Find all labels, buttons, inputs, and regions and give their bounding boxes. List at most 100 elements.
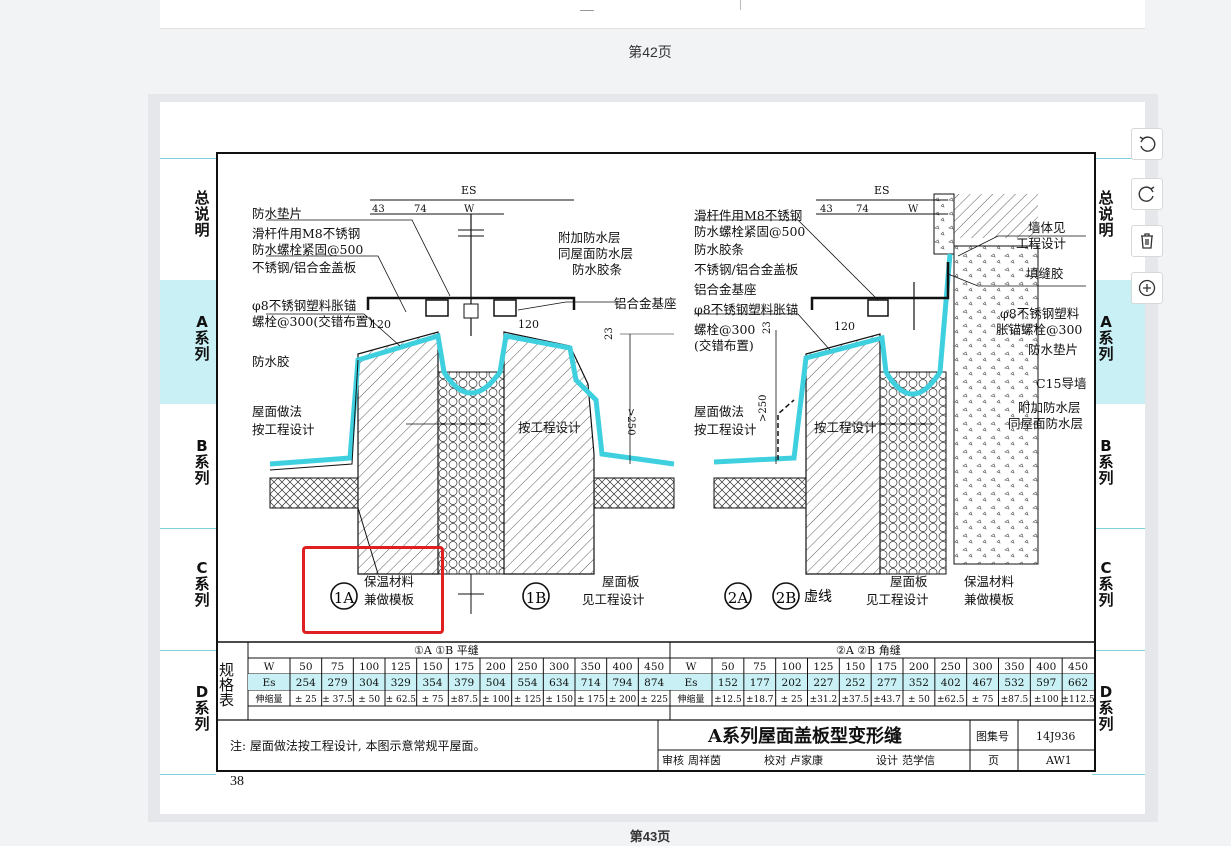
table-cell: 400 [612, 661, 632, 673]
table-cell: ± 50 [358, 695, 380, 705]
table-cell: 402 [941, 677, 961, 689]
guide-wall [953, 245, 1039, 565]
page-artifact [740, 0, 741, 10]
label-1-c: 防水螺栓紧固@500 [252, 242, 363, 257]
table-cell: Es [684, 677, 697, 689]
label-2-p: 胀锚螺栓@300 [996, 322, 1082, 337]
table-cell: ± 200 [609, 695, 637, 705]
table-cell: 100 [359, 661, 379, 673]
dim-w-1: W [464, 204, 475, 215]
table-cell: ±12.5 [714, 695, 742, 705]
label-1-k: 同屋面防水层 [558, 246, 633, 261]
table-cell: 597 [1036, 677, 1056, 689]
trash-icon [1141, 233, 1153, 249]
right-label-series-a: A系列 [1098, 313, 1114, 363]
red-highlight-box [302, 546, 444, 634]
label-2-c: 防水胶条 [694, 242, 745, 257]
table-cell: 100 [782, 661, 802, 673]
dim-250-2: >250 [758, 395, 769, 422]
zoom-in-button[interactable] [1131, 272, 1163, 304]
table-cell: 277 [877, 677, 897, 689]
label-2-g: 螺栓@300 [694, 322, 755, 337]
table-cell: ± 100 [482, 695, 510, 705]
table-cell: 伸缩量 [677, 693, 704, 705]
table-cell: ± 225 [640, 695, 668, 705]
left-label-series-d: D系列 [194, 683, 210, 733]
table-cell: 350 [1004, 661, 1024, 673]
label-1-n: 按工程设计 [518, 420, 581, 435]
insulation-core [437, 371, 505, 575]
table-cell: ±87.5 [450, 695, 478, 705]
divider [1092, 158, 1145, 159]
table-cell: ± 150 [545, 695, 573, 705]
table-cell: ±100 [1034, 695, 1059, 705]
right-label-series-b: B系列 [1098, 437, 1114, 487]
rotate-right-icon [1138, 186, 1155, 202]
dim-23-2: 23 [762, 321, 773, 334]
label-2-n: 填缝胶 [1026, 266, 1064, 281]
table-cell: 379 [454, 677, 474, 689]
delete-button[interactable] [1131, 225, 1163, 257]
divider [160, 528, 216, 529]
label-1-g: 防水胶 [252, 354, 290, 369]
label-2-m: 工程设计 [1016, 236, 1066, 251]
spec-side-label: 规格表 [218, 662, 235, 707]
label-2-w: 保温材料 [964, 574, 1015, 589]
label-1-r: 见工程设计 [582, 592, 645, 607]
table-cell: ±112.5 [1061, 695, 1094, 705]
dashed-line-note: 虚线 [804, 589, 832, 605]
table-cell: 200 [909, 661, 929, 673]
divider [1092, 528, 1145, 529]
marker-2b: 2B [776, 589, 797, 607]
right-slab [593, 477, 675, 509]
table-cell: 150 [845, 661, 865, 673]
table-cell: 175 [454, 661, 474, 673]
atlas-number: 14J936 [1036, 730, 1075, 743]
table-cell: 125 [391, 661, 411, 673]
table-cell: 304 [359, 677, 379, 689]
dim-250-1: >250 [625, 408, 636, 435]
detail-2-labels: ES 43 74 W 120 23 >250 滑杆件用M8不锈钢 防水螺栓紧固@… [694, 184, 1086, 607]
detail-1-labels: ES 43 74 W 120 120 23 >250 防水垫片 滑杆件用M8不锈… [252, 184, 677, 607]
table-cell: ±43.7 [873, 695, 901, 705]
page-number: 38 [230, 774, 244, 789]
dim-43-2: 43 [820, 204, 833, 215]
rotate-right-button[interactable] [1131, 178, 1163, 210]
table-cell: W [686, 661, 697, 673]
table-cell: 125 [813, 661, 833, 673]
label-2-a: 滑杆件用M8不锈钢 [694, 208, 802, 223]
table-cell: 300 [973, 661, 993, 673]
divider [1092, 774, 1145, 775]
table-1-title: ①A ①B 平缝 [414, 643, 479, 657]
rotate-left-button[interactable] [1131, 128, 1163, 160]
table-cell: W [264, 661, 275, 673]
table-cell: 350 [581, 661, 601, 673]
dim-74-2: 74 [856, 204, 869, 215]
table-cell: 177 [750, 677, 770, 689]
label-2-v: 见工程设计 [866, 592, 929, 607]
label-2-d: 不锈钢/铝合金盖板 [694, 262, 799, 277]
table-cell: ±37.5 [841, 695, 869, 705]
dim-120-1b: 120 [518, 318, 539, 331]
right-label-general: 总说明 [1098, 189, 1114, 239]
table-cell: 504 [486, 677, 506, 689]
divider [1092, 650, 1145, 651]
table-cell: 532 [1004, 677, 1024, 689]
label-2-j: 按工程设计 [694, 422, 757, 437]
label-1-a: 防水垫片 [252, 206, 302, 221]
page-frame: 总说明 A系列 B系列 C系列 D系列 总说明 A系列 B系列 C系列 D系列 [148, 94, 1158, 822]
label-1-d: 不锈钢/铝合金盖板 [252, 260, 357, 275]
marker-1a: 1A [334, 589, 355, 607]
label-1-e: φ8不锈钢塑料胀锚 [252, 298, 356, 313]
table-2-title: ②A ②B 角缝 [836, 643, 901, 657]
check-label: 校对 [764, 753, 786, 767]
table-cell: ± 25 [781, 695, 803, 705]
table-cell: 279 [327, 677, 347, 689]
label-2-r: C15导墙 [1036, 376, 1086, 391]
label-2-l: 墙体见 [1028, 220, 1066, 235]
table-cell: ± 125 [514, 695, 542, 705]
technical-drawing: ES 43 74 W 120 120 23 >250 防水垫片 滑杆件用M8不锈… [216, 152, 1096, 772]
label-1-q: 屋面板 [602, 574, 640, 589]
table-cell: 200 [486, 661, 506, 673]
table-cell: 300 [549, 661, 569, 673]
